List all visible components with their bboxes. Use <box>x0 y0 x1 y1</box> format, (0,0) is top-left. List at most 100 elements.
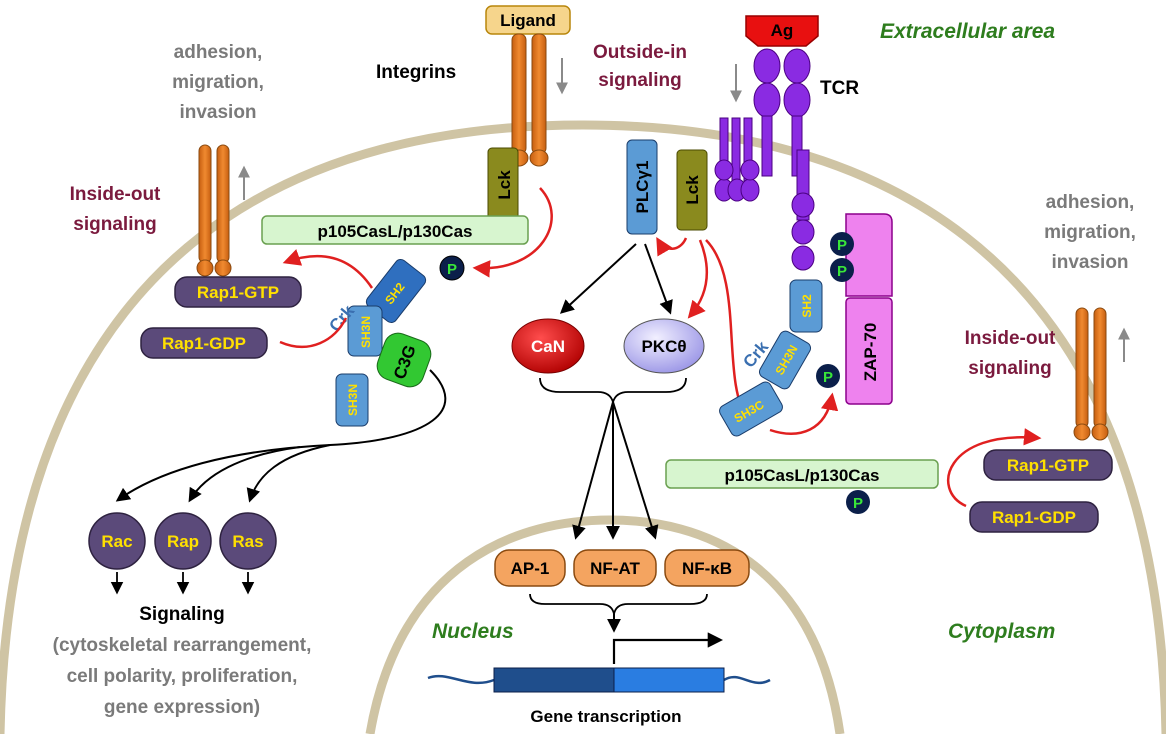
red-arrow-integrin-to-cas <box>472 187 553 278</box>
red-arrow-lck-to-crk-right <box>705 239 750 421</box>
phospho-zap-1-label: P <box>837 237 847 254</box>
rap1gtp-left-label: Rap1-GTP <box>197 283 279 302</box>
phospho-zap-2 <box>830 258 854 282</box>
gene-transcription-label: Gene transcription <box>530 707 681 726</box>
phospho-zap-1 <box>830 232 854 256</box>
lck-mid-box <box>676 149 708 231</box>
inside-out-right-2: signaling <box>968 358 1051 379</box>
dna-strand <box>427 674 771 685</box>
signaling-detail-1: (cytoskeletal rearrangement, <box>53 635 312 656</box>
inside-out-left-2: signaling <box>73 214 156 235</box>
sh2-right-label: SH2 <box>800 294 814 318</box>
red-arrow-rap1-right <box>947 428 1042 508</box>
rap1gdp-left-label: Rap1-GDP <box>162 334 246 353</box>
pkc-label: PKCθ <box>641 337 686 356</box>
phospho-crk-right <box>816 364 840 388</box>
cas-left-label: p105CasL/p130Cas <box>318 222 473 241</box>
plcg1-label: PLCγ1 <box>633 161 652 214</box>
ligand-label: Ligand <box>500 11 556 30</box>
brace-tfs <box>529 593 708 615</box>
nfkb-label: NF-κB <box>682 559 732 578</box>
adhesion-left-line3: invasion <box>179 102 256 123</box>
zap70-label: ZAP-70 <box>861 323 880 382</box>
rap1gdp-left-box <box>140 327 268 359</box>
adhesion-left-line2: migration, <box>172 72 264 93</box>
integrins-label: Integrins <box>376 62 456 83</box>
signaling-title: Signaling <box>139 604 225 625</box>
tcr-label: TCR <box>820 78 859 99</box>
phospho-cas-right-label: P <box>853 495 863 512</box>
nfkb-box <box>664 549 750 587</box>
outside-in-label-2: signaling <box>598 70 681 91</box>
inside-out-right-1: Inside-out <box>965 328 1056 349</box>
adhesion-right-line2: migration, <box>1044 222 1136 243</box>
nfat-box <box>573 549 657 587</box>
cell-membrane <box>0 120 1166 734</box>
ras-label: Ras <box>232 532 263 551</box>
rap1gtp-right-label: Rap1-GTP <box>1007 456 1089 475</box>
adhesion-left-line1: adhesion, <box>174 42 263 63</box>
rap1gdp-right-label: Rap1-GDP <box>992 508 1076 527</box>
brace-can-pkc <box>539 377 687 406</box>
red-arrow-crk-to-rap1gtp <box>282 249 374 289</box>
gene-coding <box>613 667 725 693</box>
ap1-box <box>494 549 566 587</box>
rac-label: Rac <box>101 532 132 551</box>
sh3n-left-label-2: SH3N <box>346 384 360 416</box>
extracellular-label: Extracellular area <box>880 20 1055 43</box>
integrin-left-inside-out <box>196 144 232 277</box>
rap1gdp-right-box <box>969 501 1099 533</box>
integrin-right-inside-out <box>1073 307 1109 441</box>
ras-node <box>219 512 277 570</box>
rap-node <box>154 512 212 570</box>
can-node <box>511 318 585 374</box>
tcr-receptor: Ag <box>714 15 819 271</box>
inside-out-left-1: Inside-out <box>70 184 161 205</box>
transcription-start-arrow <box>612 632 724 664</box>
rac-node <box>88 512 146 570</box>
zap70-complex: ZAP-70 P P <box>830 213 893 405</box>
red-arrow-rap1gdp-to-crk <box>279 317 348 348</box>
crk-left-complex: SH2 SH3N SH3N C3G <box>335 258 432 427</box>
lck-mid-label: Lck <box>683 175 702 205</box>
gene-promoter <box>493 667 615 693</box>
arrow-c3g-to-rap <box>188 446 301 503</box>
red-arrow-lck-to-pkc <box>687 239 709 319</box>
cas-left-box <box>261 215 529 245</box>
outside-in-label-1: Outside-in <box>593 42 687 63</box>
arrow-c3g-to-ras <box>246 444 331 503</box>
sh3n-left-label-1: SH3N <box>359 316 373 348</box>
adhesion-right-line3: invasion <box>1051 252 1128 273</box>
phospho-zap-2-label: P <box>837 263 847 280</box>
crk-right-complex: SH2 SH3N SH3C <box>719 279 823 437</box>
cas-right-label: p105CasL/p130Cas <box>725 466 880 485</box>
arrow-c3g-to-rac <box>115 369 447 502</box>
red-arrow-to-zap-p <box>769 392 839 435</box>
signaling-detail-2: cell polarity, proliferation, <box>67 666 298 687</box>
cytoplasm-label: Cytoplasm <box>948 620 1055 643</box>
lck-left-label: Lck <box>495 170 514 200</box>
nucleus-label: Nucleus <box>432 620 514 643</box>
rap1gtp-left-box <box>174 276 302 308</box>
arrow-plcg-to-pkc <box>644 243 673 315</box>
nuclear-membrane <box>365 515 845 734</box>
nfat-label: NF-AT <box>590 559 640 578</box>
can-label: CaN <box>531 337 565 356</box>
arrow-to-ap1 <box>572 401 614 540</box>
rap-label: Rap <box>167 532 199 551</box>
phospho-cas-right <box>846 490 870 514</box>
arrow-to-nfkb <box>612 401 659 540</box>
rap1gtp-right-box <box>983 449 1113 481</box>
red-arrow-lck-to-plcg <box>656 236 688 257</box>
phospho-left <box>439 255 465 281</box>
ag-label: Ag <box>771 21 794 40</box>
phospho-crk-right-label: P <box>823 369 833 386</box>
signaling-detail-3: gene expression) <box>104 697 260 718</box>
ap1-label: AP-1 <box>511 559 550 578</box>
phospho-left-label: P <box>447 261 457 278</box>
integrin-receptor: Ligand <box>485 5 571 167</box>
plcg1-box <box>626 139 658 235</box>
adhesion-right-line1: adhesion, <box>1046 192 1135 213</box>
pkc-node <box>623 318 705 374</box>
